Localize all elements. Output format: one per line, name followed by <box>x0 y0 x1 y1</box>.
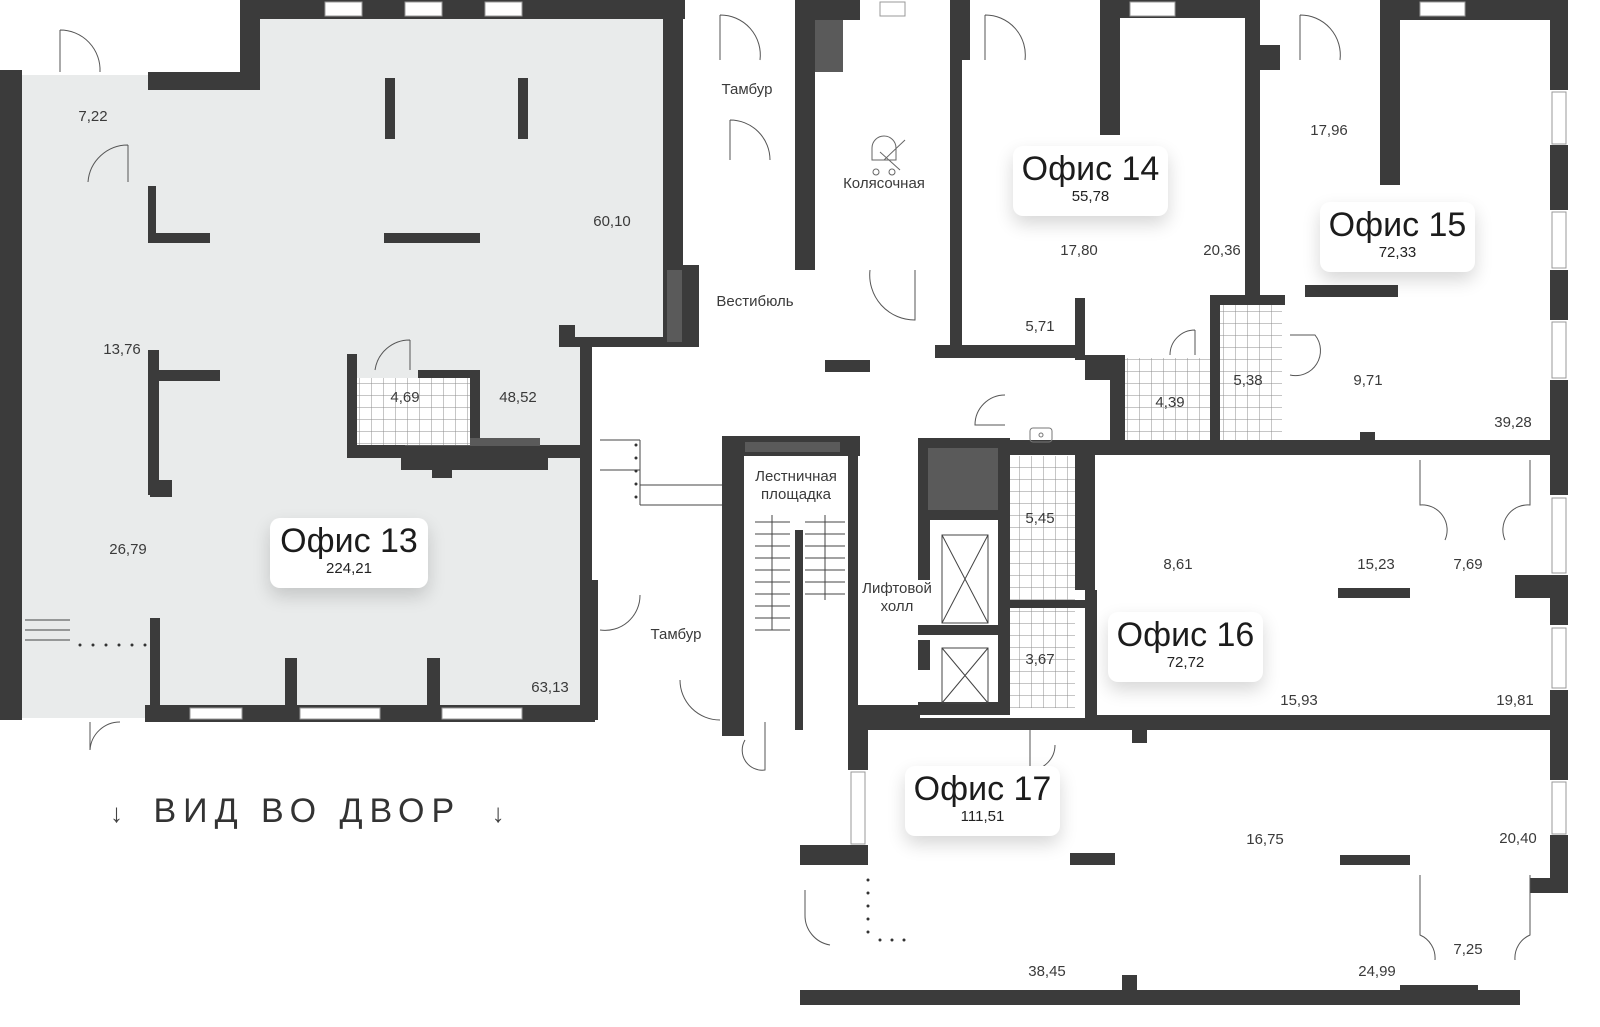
office-15-card[interactable]: Офис 15 72,33 <box>1320 202 1475 272</box>
room-area: 13,76 <box>103 341 141 358</box>
office-title: Офис 17 <box>913 770 1052 808</box>
office-area: 72,72 <box>1166 654 1205 671</box>
office-title: Офис 14 <box>1021 150 1160 188</box>
room-area: 39,28 <box>1494 414 1532 431</box>
room-area: 5,45 <box>1025 510 1055 527</box>
arrow-down-icon: ↓ <box>491 798 505 828</box>
vestibule-label: Вестибюль <box>716 293 794 310</box>
tambur-top-label: Тамбур <box>721 81 773 98</box>
stroller-room-label: Колясочная <box>843 175 925 192</box>
lift-hall-line-2: холл <box>880 598 914 615</box>
windows <box>189 1 1567 845</box>
room-area: 4,39 <box>1155 394 1185 411</box>
room-area: 63,13 <box>531 679 569 696</box>
sink-icon <box>1029 427 1053 443</box>
bathroom-tiles <box>357 305 1282 708</box>
arrow-down-icon: ↓ <box>110 798 123 828</box>
stair-landing-line-1: Лестничная <box>755 468 837 485</box>
room-area: 20,40 <box>1499 830 1537 847</box>
room-area: 24,99 <box>1358 963 1396 980</box>
office-17-card[interactable]: Офис 17 111,51 <box>905 766 1060 836</box>
office-area: 111,51 <box>960 808 1005 825</box>
stair-landing-label: Лестничная площадка <box>755 468 837 504</box>
stroller-icon <box>871 135 906 176</box>
room-area: 5,38 <box>1233 372 1263 389</box>
office-13-card[interactable]: Офис 13 224,21 <box>270 518 428 588</box>
room-area: 15,93 <box>1280 692 1318 709</box>
room-area: 5,71 <box>1025 318 1055 335</box>
room-area: 20,36 <box>1203 242 1241 259</box>
room-area: 7,69 <box>1453 556 1483 573</box>
courtyard-view-label: ↓ ВИД ВО ДВОР ↓ <box>110 792 505 831</box>
lift-icons <box>941 534 989 704</box>
door-swings <box>59 14 1531 961</box>
room-area: 17,96 <box>1310 122 1348 139</box>
room-area: 17,80 <box>1060 242 1098 259</box>
room-area: 9,71 <box>1353 372 1383 389</box>
room-area: 7,22 <box>78 108 108 125</box>
room-area: 16,75 <box>1246 831 1284 848</box>
room-area: 19,81 <box>1496 692 1534 709</box>
shafts <box>405 20 998 510</box>
office-area: 72,33 <box>1378 244 1417 261</box>
office-16-card[interactable]: Офис 16 72,72 <box>1108 612 1263 682</box>
room-area: 15,23 <box>1357 556 1395 573</box>
stair-landing-line-2: площадка <box>760 486 832 503</box>
stairs <box>25 439 845 641</box>
room-area: 8,61 <box>1163 556 1193 573</box>
office-title: Офис 13 <box>280 522 418 560</box>
lift-hall-label: Лифтовой холл <box>862 580 932 616</box>
office-13-area[interactable] <box>22 18 665 718</box>
room-area: 48,52 <box>499 389 537 406</box>
office-area: 224,21 <box>326 560 372 577</box>
office-title: Офис 16 <box>1116 616 1255 654</box>
tambur-bottom-label: Тамбур <box>650 626 702 643</box>
office-title: Офис 15 <box>1328 206 1467 244</box>
room-area: 26,79 <box>109 541 147 558</box>
room-area: 60,10 <box>593 213 631 230</box>
room-area: 3,67 <box>1025 651 1055 668</box>
office-14-card[interactable]: Офис 14 55,78 <box>1013 146 1168 216</box>
dotted-partitions <box>78 443 906 942</box>
lift-hall-line-1: Лифтовой <box>862 580 932 597</box>
room-area: 4,69 <box>390 389 420 406</box>
room-area: 7,25 <box>1453 941 1483 958</box>
office-area: 55,78 <box>1071 188 1110 205</box>
courtyard-view-text: ВИД ВО ДВОР <box>153 792 462 830</box>
room-area: 38,45 <box>1028 963 1066 980</box>
